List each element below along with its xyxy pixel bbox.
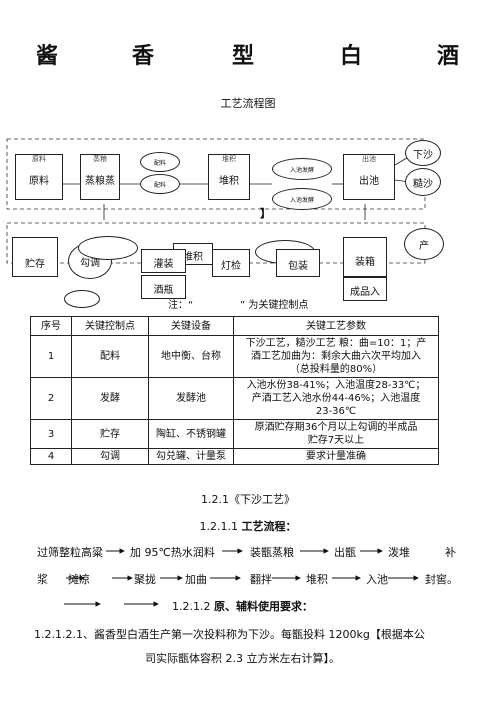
header-params: 关键工艺参数 [233,316,439,336]
paragraph-line-1: 1.2.1.2.1、酱香型白酒生产第一次投料称为下沙。每甑投料 1200kg【根… [34,628,425,641]
step-gather: 聚拢 [134,573,156,586]
flow-oval-caosha: 糙沙 [405,168,441,196]
table-row: 3 贮存 陶缸、不锈钢罐 原酒贮存期36个月以上勾调的半成品 贮存7天以上 [30,419,439,449]
title-char: 酒 [437,44,460,69]
table-header-row: 序号 关键控制点 关键设备 关键工艺参数 [30,316,439,336]
step-add-hot-water: 加 95℃热水润料 [130,546,215,559]
title-char: 香 [132,44,155,69]
header-point: 关键控制点 [71,316,149,336]
step-stack: 堆积 [306,573,328,586]
title-char: 酱 [36,44,59,69]
table-row: 1 配料 地中衡、台称 下沙工艺，糙沙工艺 粮：曲=10：1；产 酒工艺加曲为：… [30,335,439,378]
header-no: 序号 [30,316,72,336]
process-arrows [66,548,419,581]
flow-box-product: 成品入 [343,277,387,301]
step-steam: 装甑蒸粮 [250,546,294,559]
flow-box-steaming: 蒸粮 蒸粮蒸 [80,154,120,200]
section-1-2-1-1: 1.2.1.1 工艺流程： [199,520,297,533]
flowchart-title: 工艺流程图 [220,97,276,110]
flow-box-storage: 贮存 [12,237,58,277]
step-out: 出甑 [334,546,356,559]
bracket-mark: 】 [260,207,271,220]
step-slurry: 浆 [37,573,48,586]
flow-box-boxing: 装箱 [343,237,387,277]
note-prefix: 注：“ [168,300,194,311]
note-suffix: ” 为关键控制点 [240,300,309,311]
step-turn-mix: 翻拌 [250,573,272,586]
flow-box-out-of-pit: 出池 出池 [343,154,395,200]
step-add-qu: 加曲 [185,573,207,586]
step-cool: 摊凉 [68,573,90,586]
flow-box-bottle: 酒瓶 [141,275,186,299]
flow-box-raw-material: 原料 原料 [15,154,63,200]
step-supplement: 补 [445,546,456,559]
flow-oval-produce: 产 [404,228,444,260]
step-into-pit: 入池 [366,573,388,586]
flow-box-piling: 堆积 堆积 [208,154,250,200]
step-seal: 封窖。 [425,573,458,586]
flow-oval-xiasha: 下沙 [405,140,441,166]
step-pile: 泼堆 [388,546,410,559]
title-char: 型 [232,44,255,69]
flow-box-packing: 包装 [276,249,320,277]
flow-oval-ferment: 入池发酵 [272,188,332,210]
step-sieve-sorghum: 过筛整粒高粱 [37,546,103,559]
table-row: 2 发酵 发酵池 入池水份38-41%；入池温度28-33℃； 产酒工艺入池水份… [30,377,439,420]
flow-oval-mixing: 配料 [140,152,180,172]
key-point-legend-oval [64,290,100,308]
section-1-2-1-2: 1.2.1.2 原、辅料使用要求： [172,600,313,613]
table-row: 4 勾调 勾兑罐、计量泵 要求计量准确 [30,448,439,465]
section-arrows [64,601,159,607]
flow-box-filling: 灌装 [141,249,186,273]
paragraph-line-2: 司实际甑体容积 2.3 立方米左右计算】。 [145,652,340,665]
flow-oval-decor [78,236,138,260]
section-1-2-1: 1.2.1《下沙工艺》 [201,493,295,506]
flow-oval-mixing: 配料 [140,174,180,194]
flow-box-inspect: 灯检 [212,249,250,277]
title-char: 白 [340,44,363,69]
flow-oval-ferment: 入池发酵 [272,158,332,180]
key-control-table: 序号 关键控制点 关键设备 关键工艺参数 1 配料 地中衡、台称 下沙工艺，糙沙… [30,316,439,465]
header-equipment: 关键设备 [148,316,234,336]
